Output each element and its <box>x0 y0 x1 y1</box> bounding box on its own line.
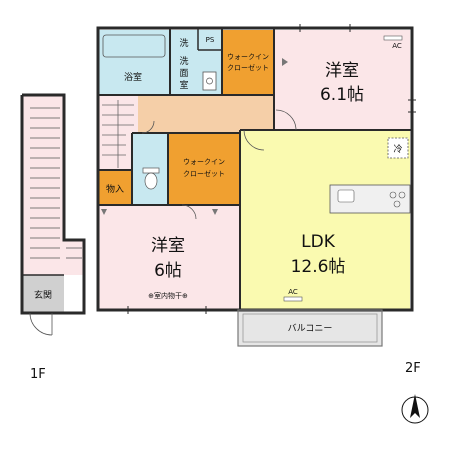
second-floor-fills <box>98 30 410 346</box>
western-room-1-size: 6.1帖 <box>320 85 364 105</box>
walkin-closet-1 <box>222 30 274 95</box>
washroom-label-1: 洗 <box>179 55 188 67</box>
walls-1f <box>20 93 86 315</box>
western-room-2-name: 洋室 <box>151 236 185 256</box>
bath-room <box>98 30 170 95</box>
balcony <box>238 310 382 346</box>
stove-burner <box>389 191 397 199</box>
closet-1-label-line1: ウォークイン <box>227 53 269 61</box>
stair-steps-1f <box>30 107 82 259</box>
indoor-drying-label: ⊕室内物干⊕ <box>148 291 188 300</box>
stair-steps-2f <box>102 100 134 168</box>
toilet-tank <box>142 167 160 174</box>
ac-2-label: AC <box>288 288 298 296</box>
fridge-space <box>387 137 409 159</box>
ldk-size: 12.6帖 <box>291 257 346 277</box>
floor-label-1f: 1F <box>30 367 46 382</box>
floor-label-2f: 2F <box>405 361 421 376</box>
fridge-label: 冷 <box>393 143 402 155</box>
ac-unit-2 <box>283 296 303 302</box>
kitchen-sink <box>337 189 355 203</box>
ps-label: PS <box>206 36 215 44</box>
ldk-room <box>240 130 410 310</box>
balcony-outline <box>237 309 383 347</box>
marker-triangle <box>101 209 107 215</box>
bath-label: 浴室 <box>124 71 142 83</box>
closet-2-label-line2: クローゼット <box>183 169 225 178</box>
ldk-name: LDK <box>301 232 336 252</box>
entrance-label: 玄関 <box>34 289 52 301</box>
western-room-1-name: 洋室 <box>325 61 359 81</box>
western-room-2 <box>98 205 240 310</box>
washroom-label-2: 面 <box>179 68 188 79</box>
storage-label: 物入 <box>106 183 124 195</box>
first-floor-stair-section: 玄関 <box>20 93 86 336</box>
bathtub <box>102 34 166 58</box>
entrance-door-swing <box>29 312 53 336</box>
north-arrow-icon <box>401 394 429 424</box>
balcony-label: バルコニー <box>288 323 333 334</box>
washroom-label-3: 室 <box>179 79 188 91</box>
western-room-1 <box>274 30 410 130</box>
storage-room <box>98 170 132 205</box>
walkin-closet-2 <box>168 133 240 205</box>
ac-1-label: AC <box>392 42 402 50</box>
closet-2-label-line1: ウォークイン <box>183 158 225 166</box>
stair-area <box>22 95 64 310</box>
ac-unit-1 <box>383 35 403 41</box>
western-room-2-size: 6帖 <box>154 261 182 281</box>
closet-1-label-line2: クローゼット <box>227 63 269 72</box>
entrance-area <box>22 275 64 313</box>
window-marks <box>127 24 416 314</box>
door-swings <box>141 109 297 220</box>
toilet-bowl <box>144 172 158 190</box>
stair-landing <box>64 240 84 275</box>
washroom-top-label: 洗 <box>179 37 188 49</box>
washbasin <box>202 71 217 91</box>
